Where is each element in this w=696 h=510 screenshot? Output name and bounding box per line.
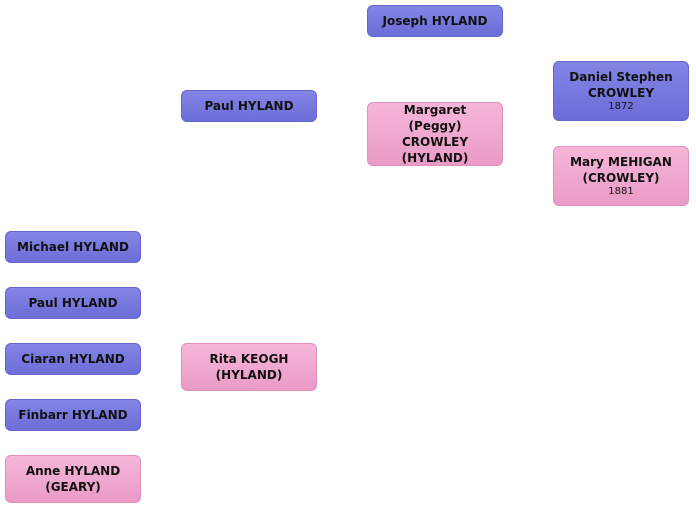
person-name: Anne HYLAND (GEARY) [25, 464, 121, 494]
person-finbarr-hyland[interactable]: Finbarr HYLAND [5, 399, 141, 431]
person-name: Margaret (Peggy) CROWLEY (HYLAND) [401, 103, 469, 165]
person-year: 1872 [608, 101, 634, 112]
person-name: Mary MEHIGAN (CROWLEY) [570, 155, 672, 185]
person-margaret-crowley[interactable]: Margaret (Peggy) CROWLEY (HYLAND) [367, 102, 503, 166]
person-name: Joseph HYLAND [382, 14, 488, 28]
person-joseph-hyland[interactable]: Joseph HYLAND [367, 5, 503, 37]
person-paul-hyland-son[interactable]: Paul HYLAND [5, 287, 141, 319]
person-ciaran-hyland[interactable]: Ciaran HYLAND [5, 343, 141, 375]
person-mary-mehigan[interactable]: Mary MEHIGAN (CROWLEY) 1881 [553, 146, 689, 206]
person-name: Rita KEOGH (HYLAND) [209, 352, 289, 382]
person-name: Ciaran HYLAND [21, 352, 125, 366]
person-paul-hyland-father[interactable]: Paul HYLAND [181, 90, 317, 122]
person-name: Paul HYLAND [28, 296, 118, 310]
person-name: Paul HYLAND [204, 99, 294, 113]
person-name: Michael HYLAND [17, 240, 129, 254]
person-daniel-crowley[interactable]: Daniel Stephen CROWLEY 1872 [553, 61, 689, 121]
person-name: Daniel Stephen CROWLEY [569, 70, 673, 100]
person-anne-hyland[interactable]: Anne HYLAND (GEARY) [5, 455, 141, 503]
person-year: 1881 [608, 186, 634, 197]
person-michael-hyland[interactable]: Michael HYLAND [5, 231, 141, 263]
person-rita-keogh[interactable]: Rita KEOGH (HYLAND) [181, 343, 317, 391]
person-name: Finbarr HYLAND [18, 408, 128, 422]
